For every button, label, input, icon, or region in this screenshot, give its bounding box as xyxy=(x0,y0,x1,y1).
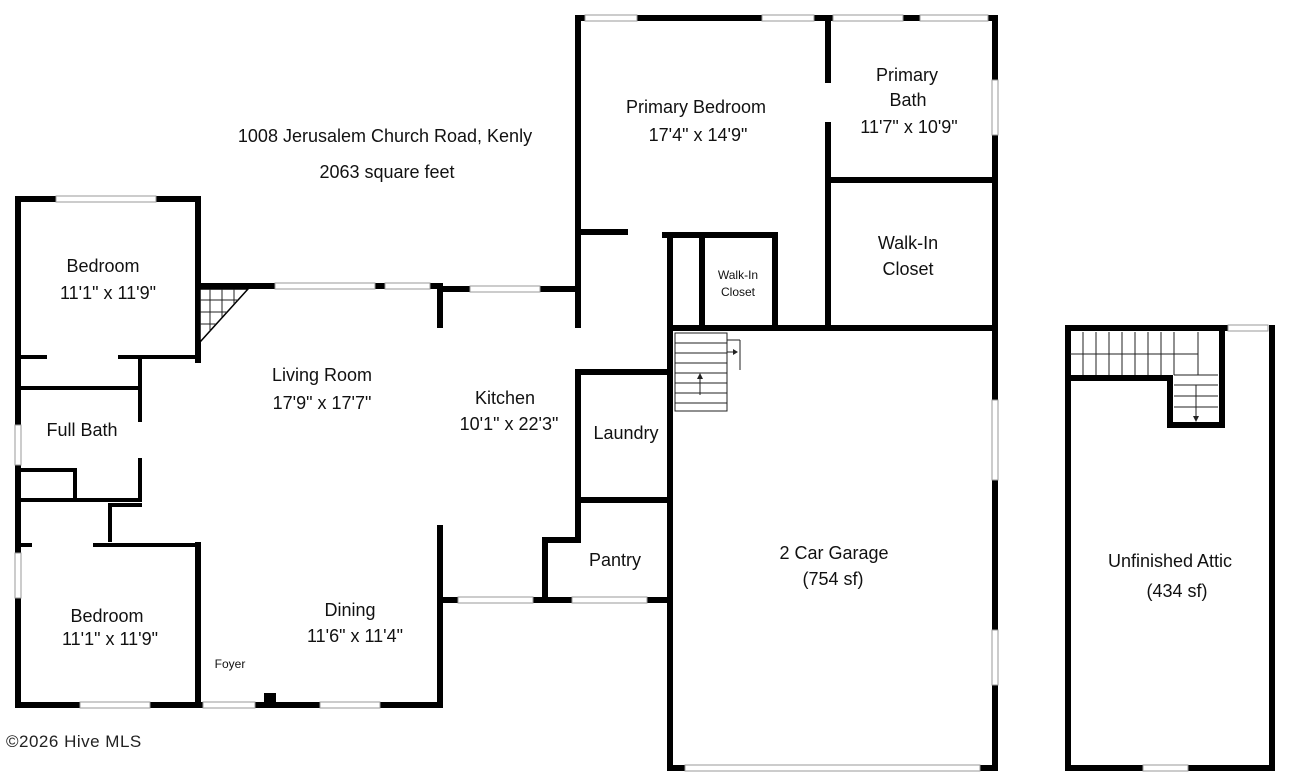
copyright-watermark: ©2026 Hive MLS xyxy=(6,732,142,751)
attic-name: Unfinished Attic xyxy=(1108,551,1232,571)
window xyxy=(584,14,638,22)
window xyxy=(469,285,541,293)
window xyxy=(832,14,904,22)
window xyxy=(991,629,999,686)
door-opening xyxy=(202,701,256,709)
attic-stairs-icon xyxy=(1070,332,1218,422)
fireplace-icon xyxy=(199,288,250,344)
kitchen-name: Kitchen xyxy=(475,388,535,408)
garage-name: 2 Car Garage xyxy=(779,543,888,563)
walk-in-closet-small-line2: Closet xyxy=(721,285,756,299)
stairs-icon xyxy=(674,332,741,412)
foyer-name: Foyer xyxy=(215,657,246,671)
primary-bath-line2: Bath xyxy=(889,90,926,110)
window xyxy=(14,552,22,599)
window xyxy=(79,701,151,709)
pantry-name: Pantry xyxy=(589,550,641,570)
primary-bath-line1: Primary xyxy=(876,65,938,85)
window xyxy=(1142,764,1189,772)
window xyxy=(991,79,999,136)
address-title: 1008 Jerusalem Church Road, Kenly xyxy=(238,126,532,146)
living-room-name: Living Room xyxy=(272,365,372,385)
garage-area: (754 sf) xyxy=(802,569,863,589)
window xyxy=(991,399,999,481)
window xyxy=(761,14,815,22)
square-footage: 2063 square feet xyxy=(319,162,454,182)
garage-door xyxy=(684,764,981,772)
window xyxy=(274,282,376,290)
walk-in-closet-large-line2: Closet xyxy=(882,259,933,279)
laundry-name: Laundry xyxy=(593,423,658,443)
full-bath-name: Full Bath xyxy=(46,420,117,440)
post xyxy=(264,693,276,703)
attic-area: (434 sf) xyxy=(1146,581,1207,601)
window xyxy=(571,596,648,604)
attic-walls xyxy=(1065,325,1275,771)
door-opening xyxy=(384,282,431,290)
window xyxy=(1227,324,1269,332)
primary-bath-dim: 11'7" x 10'9" xyxy=(860,117,957,137)
walk-in-closet-large-line1: Walk-In xyxy=(878,233,938,253)
window xyxy=(55,195,157,203)
window xyxy=(14,424,22,466)
left-wing-walls xyxy=(15,196,201,708)
primary-bedroom-dim: 17'4" x 14'9" xyxy=(649,125,748,145)
bedroom-top-dim: 11'1" x 11'9" xyxy=(60,283,156,303)
dining-name: Dining xyxy=(324,600,375,620)
bedroom-bottom-name: Bedroom xyxy=(70,606,143,626)
bedroom-top-name: Bedroom xyxy=(66,256,139,276)
window xyxy=(919,14,989,22)
dining-dim: 11'6" x 11'4" xyxy=(307,626,403,646)
kitchen-dim: 10'1" x 22'3" xyxy=(460,414,559,434)
primary-bedroom-name: Primary Bedroom xyxy=(626,97,766,117)
window xyxy=(457,596,534,604)
window xyxy=(319,701,381,709)
walk-in-closet-small-line1: Walk-In xyxy=(718,268,758,282)
living-room-dim: 17'9" x 17'7" xyxy=(273,393,372,413)
bedroom-bottom-dim: 11'1" x 11'9" xyxy=(62,629,158,649)
